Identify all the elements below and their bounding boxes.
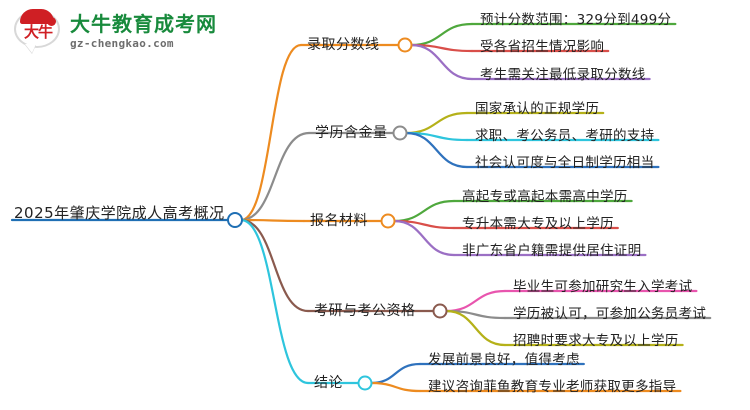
branch-label-1[interactable]: 学历含金量 [315, 125, 388, 141]
leaf-link-1-2 [404, 131, 469, 169]
leaf-label-1-0[interactable]: 国家承认的正规学历 [475, 101, 600, 117]
logo-text-block: 大牛教育成考网 gz-chengkao.com [70, 14, 217, 49]
branch-label-0[interactable]: 录取分数线 [307, 37, 380, 53]
branch-label-2[interactable]: 报名材料 [310, 213, 368, 229]
leaf-label-0-0[interactable]: 预计分数范围：329分到499分 [480, 12, 672, 28]
logo-mark-icon: 大牛 [14, 8, 62, 54]
branch-link-1 [239, 131, 311, 222]
leaf-label-3-2[interactable]: 招聘时要求大专及以上学历 [513, 333, 679, 349]
logo-title: 大牛教育成考网 [70, 11, 217, 36]
root-topic-label[interactable]: 2025年肇庆学院成人高考概况 [14, 204, 225, 222]
branch-node-4[interactable] [357, 375, 373, 391]
leaf-link-1-0 [404, 111, 469, 135]
leaf-link-2-0 [392, 199, 456, 223]
logo-dot-shape [47, 17, 56, 26]
leaf-link-0-0 [409, 22, 474, 47]
branch-link-2 [239, 218, 306, 223]
branch-label-3[interactable]: 考研与考公资格 [314, 303, 416, 319]
leaf-link-2-2 [392, 219, 456, 257]
branch-link-3 [239, 218, 310, 313]
logo-cap-shape [20, 9, 54, 24]
site-logo: 大牛 大牛教育成考网 gz-chengkao.com [14, 8, 217, 54]
branch-link-0 [239, 43, 303, 222]
leaf-label-1-1[interactable]: 求职、考公务员、考研的支持 [475, 128, 655, 144]
leaf-label-1-2[interactable]: 社会认可度与全日制学历相当 [475, 155, 655, 171]
leaf-label-4-1[interactable]: 建议咨询菲鱼教育专业老师获取更多指导 [428, 379, 677, 395]
leaf-label-4-0[interactable]: 发展前景良好，值得考虑 [428, 352, 580, 368]
branch-node-1[interactable] [392, 125, 408, 141]
leaf-label-2-0[interactable]: 高起专或高起本需高中学历 [462, 189, 628, 205]
leaf-link-0-2 [409, 43, 474, 81]
root-node[interactable] [227, 212, 243, 228]
leaf-label-0-1[interactable]: 受各省招生情况影响 [480, 39, 605, 55]
leaf-link-3-0 [444, 289, 507, 313]
branch-node-3[interactable] [432, 303, 448, 319]
branch-node-0[interactable] [397, 37, 413, 53]
branch-node-2[interactable] [380, 213, 396, 229]
leaf-label-0-2[interactable]: 考生需关注最低录取分数线 [480, 67, 646, 83]
branch-label-4[interactable]: 结论 [314, 375, 343, 391]
leaf-label-2-1[interactable]: 专升本需大专及以上学历 [462, 216, 614, 232]
branch-link-4 [239, 218, 310, 385]
leaf-link-4-0 [369, 362, 422, 385]
leaf-link-4-1 [369, 381, 422, 393]
leaf-label-2-2[interactable]: 非广东省户籍需提供居住证明 [462, 243, 642, 259]
logo-mark-text: 大牛 [23, 23, 53, 41]
logo-url: gz-chengkao.com [70, 36, 174, 50]
leaf-label-3-0[interactable]: 毕业生可参加研究生入学考试 [513, 279, 693, 295]
leaf-link-3-2 [444, 309, 507, 347]
leaf-label-3-1[interactable]: 学历被认可，可参加公务员考试 [513, 306, 707, 322]
